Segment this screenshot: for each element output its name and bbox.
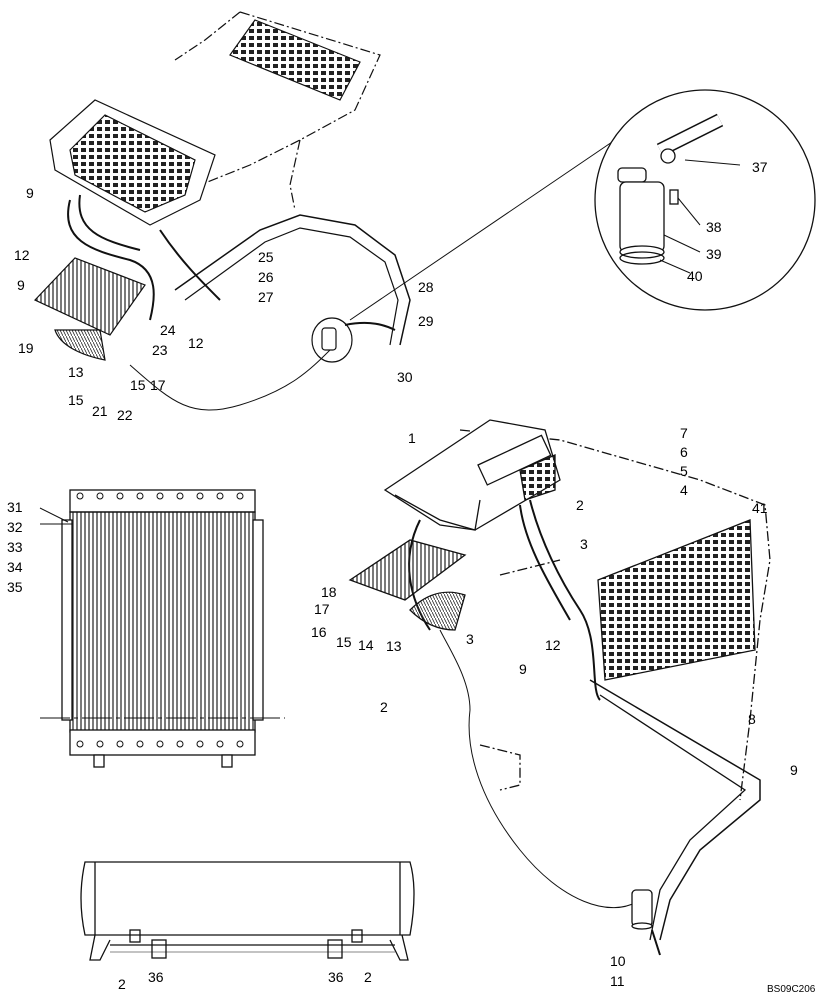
callout-label: 4 bbox=[680, 482, 688, 498]
callout-label: 36 bbox=[148, 969, 164, 985]
callout-label: 22 bbox=[117, 407, 133, 423]
callout-label: 34 bbox=[7, 559, 23, 575]
callout-label: 24 bbox=[160, 322, 176, 338]
callout-label: 12 bbox=[14, 247, 30, 263]
callout-label: 15 bbox=[130, 377, 146, 393]
roof-grille bbox=[229, 19, 361, 101]
callout-label: 32 bbox=[7, 519, 23, 535]
callout-label: 15 bbox=[336, 634, 352, 650]
callout-label: 26 bbox=[258, 269, 274, 285]
fan-shroud-top bbox=[54, 329, 106, 361]
callout-label: 30 bbox=[397, 369, 413, 385]
inset-leader-line bbox=[349, 139, 616, 321]
callout-label: 23 bbox=[152, 342, 168, 358]
callout-label: 2 bbox=[576, 497, 584, 513]
cab-outline-top bbox=[199, 11, 381, 186]
callout-label: 3 bbox=[466, 631, 474, 647]
callout-label: 9 bbox=[790, 762, 798, 778]
callout-label: 9 bbox=[26, 185, 34, 201]
callout-label: 41 bbox=[752, 500, 768, 516]
reference-code: BS09C206 bbox=[767, 984, 816, 995]
condenser-callouts: 31 32 33 34 35 bbox=[7, 499, 23, 595]
inset-callouts: 37 38 39 40 bbox=[687, 159, 768, 284]
frame-rail-top bbox=[174, 214, 411, 346]
hose-right-2 bbox=[529, 499, 601, 701]
rear-grille bbox=[597, 519, 756, 681]
callout-label: 13 bbox=[386, 638, 402, 654]
callout-label: 9 bbox=[17, 277, 25, 293]
callout-label: 14 bbox=[358, 637, 374, 653]
callout-label: 8 bbox=[748, 711, 756, 727]
callout-label: 18 bbox=[321, 584, 337, 600]
hose-right-3 bbox=[439, 629, 641, 909]
callout-label: 36 bbox=[328, 969, 344, 985]
callout-label: 28 bbox=[418, 279, 434, 295]
receiver-drier-inset bbox=[594, 89, 816, 311]
callout-label: 21 bbox=[92, 403, 108, 419]
callout-label: 15 bbox=[68, 392, 84, 408]
callout-label: 9 bbox=[519, 661, 527, 677]
callout-label: 38 bbox=[706, 219, 722, 235]
callout-label: 10 bbox=[610, 953, 626, 969]
callout-label: 12 bbox=[545, 637, 561, 653]
top-view-callouts: 9 12 9 19 13 15 21 22 15 17 23 24 12 25 … bbox=[14, 185, 434, 423]
frame-rail-right bbox=[589, 679, 761, 941]
callout-label: 29 bbox=[418, 313, 434, 329]
callout-label: 40 bbox=[687, 268, 703, 284]
callout-label: 25 bbox=[258, 249, 274, 265]
callout-label: 33 bbox=[7, 539, 23, 555]
hose-top-1 bbox=[67, 199, 155, 321]
callout-label: 17 bbox=[150, 377, 166, 393]
top-view-assembly bbox=[33, 11, 616, 411]
drier-line-top bbox=[129, 349, 331, 411]
callout-label: 5 bbox=[680, 463, 688, 479]
right-view-assembly bbox=[348, 419, 771, 956]
callout-label: 7 bbox=[680, 425, 688, 441]
condenser-top bbox=[33, 257, 146, 336]
condenser-front-view bbox=[39, 489, 285, 768]
callout-label: 2 bbox=[118, 976, 126, 992]
callout-label: 35 bbox=[7, 579, 23, 595]
condenser-right bbox=[348, 539, 467, 601]
callout-label: 12 bbox=[188, 335, 204, 351]
callout-label: 31 bbox=[7, 499, 23, 515]
bottom-view-callouts: 2 36 36 2 bbox=[118, 969, 372, 992]
callout-label: 11 bbox=[610, 973, 625, 989]
callout-label: 1 bbox=[408, 430, 416, 446]
callout-label: 13 bbox=[68, 364, 84, 380]
right-view-callouts: 1 7 6 5 4 41 2 3 18 17 16 15 14 13 3 12 … bbox=[311, 425, 798, 989]
callout-label: 6 bbox=[680, 444, 688, 460]
callout-label: 17 bbox=[314, 601, 330, 617]
evaporator-side-view bbox=[80, 861, 415, 961]
callout-label: 19 bbox=[18, 340, 34, 356]
callout-label: 39 bbox=[706, 246, 722, 262]
callout-label: 2 bbox=[380, 699, 388, 715]
callout-label: 16 bbox=[311, 624, 327, 640]
callout-label: 27 bbox=[258, 289, 274, 305]
callout-label: 37 bbox=[752, 159, 768, 175]
callout-label: 2 bbox=[364, 969, 372, 985]
callout-label: 3 bbox=[580, 536, 588, 552]
receiver-drier-body bbox=[619, 181, 665, 253]
